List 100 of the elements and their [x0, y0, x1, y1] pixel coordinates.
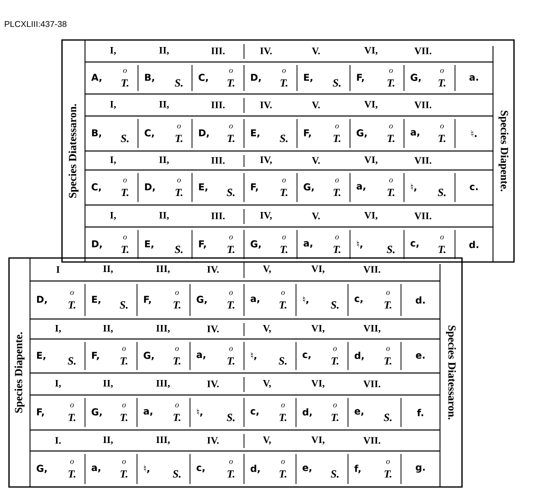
- note-letter: F,: [37, 408, 44, 417]
- note-letter: a,: [196, 352, 206, 360]
- column-numeral: III.: [211, 102, 225, 108]
- column-numeral: VI,: [311, 265, 324, 274]
- column-numeral: II,: [159, 100, 169, 110]
- note-letter: ♮,: [411, 183, 416, 192]
- semitone-mark: S.: [120, 301, 128, 309]
- column-numeral: IV.: [260, 102, 272, 108]
- tone-mark: T.: [68, 470, 76, 478]
- column-numeral: III.: [211, 157, 225, 164]
- column-numeral: I,: [110, 46, 116, 56]
- tone-mark: T.: [280, 79, 288, 87]
- tone-mark: T.: [176, 188, 182, 196]
- column-numeral: II,: [159, 212, 169, 220]
- note-letter: e.: [416, 353, 425, 359]
- column-numeral: III,: [156, 380, 170, 388]
- semitone-mark: S.: [174, 79, 183, 87]
- tone-mark: T.: [120, 414, 128, 422]
- semitone-mark: S.: [226, 188, 235, 196]
- note-letter: e,: [302, 466, 312, 472]
- tone-mark: T.: [228, 357, 234, 365]
- column-numeral: VI,: [311, 380, 324, 388]
- tone-mark: T.: [438, 246, 446, 254]
- note-letter: G,: [92, 408, 102, 417]
- column-numeral: VI,: [311, 436, 324, 445]
- tone-mark: T.: [228, 134, 234, 142]
- note-letter: d,: [354, 352, 364, 360]
- side-heading: Species Diapente.: [498, 110, 508, 192]
- column-numeral: III.: [211, 212, 225, 220]
- tone-mark: T.: [122, 246, 128, 254]
- note-letter: f.: [417, 408, 424, 416]
- note-letter: g.: [416, 465, 425, 473]
- note-letter: E,: [37, 352, 46, 360]
- note-letter: C,: [92, 183, 101, 192]
- note-letter: G,: [36, 464, 47, 474]
- column-numeral: VI,: [364, 100, 378, 110]
- column-numeral: I.: [55, 437, 61, 444]
- note-letter: c,: [354, 296, 362, 304]
- semitone-mark: S.: [330, 470, 339, 478]
- note-letter: A,: [91, 74, 102, 82]
- column-numeral: IV,: [260, 156, 272, 165]
- tone-mark: T.: [174, 357, 180, 365]
- semitone-mark: S.: [68, 357, 76, 365]
- tone-mark: T.: [280, 470, 286, 478]
- column-numeral: VI,: [364, 212, 378, 220]
- column-numeral: VII.: [414, 48, 432, 54]
- note-letter: ♮,: [197, 408, 202, 417]
- column-numeral: I,: [55, 324, 61, 334]
- note-letter: E,: [92, 296, 100, 304]
- column-numeral: III,: [156, 265, 170, 274]
- note-letter: c,: [410, 241, 418, 248]
- tone-mark: T.: [280, 414, 286, 422]
- tone-mark: T.: [228, 470, 234, 478]
- column-numeral: VII.: [363, 380, 380, 388]
- column-numeral: VII,: [363, 324, 380, 334]
- note-letter: G,: [356, 129, 367, 138]
- note-letter: G,: [144, 352, 154, 360]
- column-numeral: V,: [262, 380, 271, 388]
- note-letter: D,: [251, 74, 261, 82]
- tone-mark: T.: [174, 414, 180, 422]
- column-numeral: II,: [159, 156, 169, 165]
- side-heading: Species Diatessaron.: [446, 326, 456, 420]
- column-numeral: II,: [103, 380, 113, 388]
- note-letter: B,: [92, 129, 102, 138]
- note-letter: d,: [302, 408, 312, 417]
- semitone-mark: S.: [438, 188, 446, 196]
- note-letter: ♮.: [471, 130, 477, 137]
- note-letter: F,: [144, 296, 151, 304]
- column-numeral: V.: [312, 48, 320, 54]
- tone-mark: T.: [280, 246, 288, 254]
- note-letter: F,: [92, 352, 99, 360]
- tone-mark: T.: [438, 134, 446, 142]
- column-numeral: VII.: [414, 102, 432, 108]
- semitone-mark: S.: [384, 414, 392, 422]
- tone-mark: T.: [122, 188, 128, 196]
- note-letter: G,: [304, 183, 314, 192]
- tone-mark: T.: [280, 188, 288, 196]
- tone-mark: T.: [228, 301, 234, 309]
- column-numeral: III.: [211, 48, 225, 54]
- tone-mark: T.: [388, 79, 394, 87]
- tone-mark: T.: [228, 246, 234, 254]
- column-numeral: V.: [312, 102, 320, 108]
- note-letter: G,: [196, 296, 207, 304]
- tone-mark: T.: [388, 188, 394, 196]
- column-numeral: I,: [55, 380, 61, 388]
- tone-mark: T.: [280, 301, 286, 309]
- note-letter: d.: [469, 240, 478, 248]
- tone-mark: T.: [68, 414, 76, 422]
- column-numeral: VI,: [364, 156, 378, 165]
- note-letter: ♮,: [303, 296, 308, 304]
- column-numeral: II,: [159, 46, 169, 56]
- side-heading: Species Diapente.: [14, 332, 24, 413]
- column-numeral: II,: [103, 324, 113, 334]
- tone-mark: T.: [120, 470, 128, 478]
- note-letter: e,: [354, 409, 364, 416]
- tone-mark: T.: [332, 357, 338, 365]
- note-letter: a,: [410, 130, 420, 137]
- column-numeral: I,: [110, 100, 116, 110]
- note-letter: F,: [357, 74, 364, 82]
- note-letter: F,: [199, 240, 206, 249]
